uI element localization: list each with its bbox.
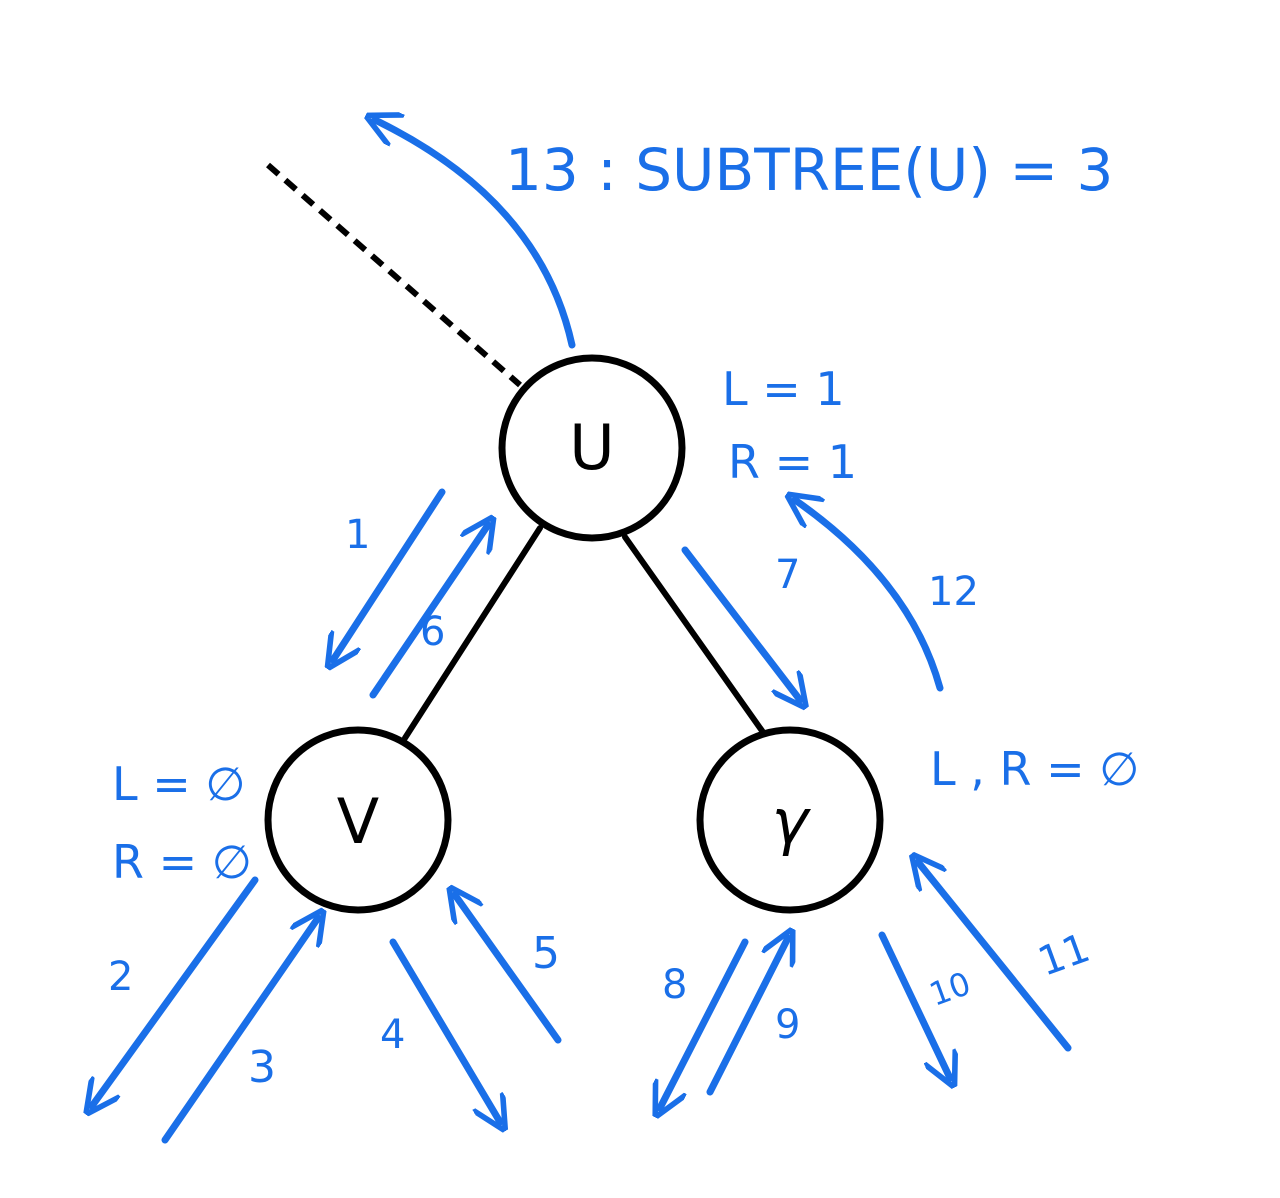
step-label-12: 12 [928, 569, 979, 615]
arrow-step-1 [333, 488, 446, 660]
node-v-label: V [337, 785, 379, 858]
edge-u-y [622, 534, 768, 738]
step-label-9: 9 [775, 1002, 800, 1048]
step-label-6: 6 [420, 609, 445, 655]
node-y [696, 726, 884, 914]
node-y-label: γ [772, 785, 812, 858]
arrow-step-4 [389, 938, 500, 1122]
step-label-2: 2 [108, 954, 133, 1000]
arrow-step-5 [455, 895, 562, 1044]
arrow-step-8 [660, 938, 749, 1108]
arrow-step-12 [795, 500, 944, 692]
arrow-step-3 [161, 918, 318, 1144]
u-right-count: R = 1 [728, 435, 857, 489]
step-label-3: 3 [248, 1042, 276, 1093]
arrow-step-6 [369, 525, 488, 699]
parent-edge-dashed [266, 162, 522, 388]
arrow-step-10 [878, 931, 950, 1078]
step-label-11: 11 [1032, 925, 1096, 986]
step-label-4: 4 [380, 1012, 405, 1058]
step-label-8: 8 [662, 962, 687, 1008]
step-label-10: 10 [924, 964, 975, 1014]
step-label-1: 1 [345, 512, 370, 558]
arrow-step-9 [706, 938, 788, 1096]
v-left-count: L = ∅ [112, 757, 246, 811]
arrow-step-2 [92, 876, 259, 1106]
edge-u-v [402, 525, 543, 741]
step-label-7: 7 [775, 552, 800, 598]
step-label-5: 5 [532, 928, 560, 979]
node-u [498, 354, 686, 542]
arrow-step-11 [918, 862, 1072, 1052]
v-right-count: R = ∅ [112, 835, 252, 889]
arrow-step-13 [375, 120, 576, 349]
y-lr-count: L , R = ∅ [930, 742, 1139, 796]
arrow-step-7 [681, 546, 800, 700]
u-left-count: L = 1 [722, 362, 845, 416]
node-v [264, 726, 452, 914]
node-u-label: U [569, 411, 614, 484]
subtree-header: 13 : SUBTREE(U) = 3 [505, 136, 1113, 204]
